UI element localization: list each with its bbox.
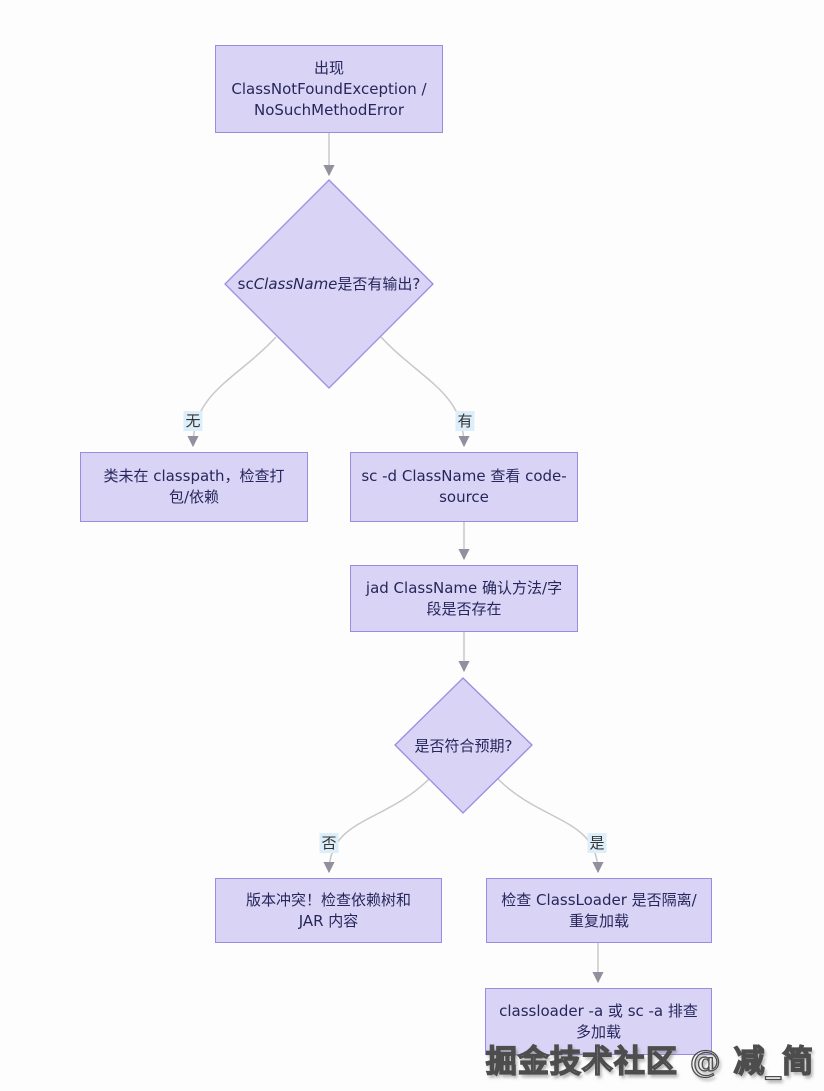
- node-text-line: classloader -a 或 sc -a 排查: [499, 1001, 698, 1020]
- edge-label-no: 否: [319, 833, 339, 853]
- node-multi-load: classloader -a 或 sc -a 排查 多加载: [485, 988, 712, 1055]
- edge-expectation-no: [323, 778, 430, 874]
- edge-label-yes: 有: [455, 411, 475, 431]
- edge-label-no: 无: [183, 411, 203, 431]
- node-text-line: 包/依赖: [168, 488, 220, 506]
- node-text-line: 出现: [313, 58, 344, 77]
- decision-expectation-shape: [394, 677, 533, 814]
- node-text-line: 多加载: [575, 1022, 621, 1041]
- node-text-line: JAR 内容: [298, 911, 359, 930]
- decision-sc-output-shape: [224, 179, 434, 389]
- edge-sc-check-yes: [380, 336, 470, 448]
- node-classloader-check: 检查 ClassLoader 是否隔离/ 重复加载: [486, 878, 712, 943]
- node-text-line: sc -d ClassName 查看 code-: [361, 467, 567, 485]
- edge-label-yes: 是: [587, 833, 607, 853]
- node-text-line: source: [439, 488, 489, 506]
- node-text-line: 版本冲突！检查依赖树和: [245, 890, 411, 909]
- node-sc-d-codesource: sc -d ClassName 查看 code- source: [350, 452, 578, 522]
- juejin-watermark: 掘金技术社区 @ 减_简: [485, 1043, 814, 1080]
- node-text-line: ClassNotFoundException /: [231, 79, 427, 98]
- node-not-in-classpath: 类未在 classpath，检查打 包/依赖: [80, 452, 308, 522]
- node-text-line: 段是否存在: [426, 599, 502, 618]
- node-text-line: 重复加载: [568, 911, 629, 930]
- node-version-conflict: 版本冲突！检查依赖树和 JAR 内容: [215, 878, 442, 943]
- edge-expectation-yes: [497, 778, 604, 874]
- node-start-exception: 出现 ClassNotFoundException / NoSuchMethod…: [215, 45, 443, 133]
- node-text-line: 检查 ClassLoader 是否隔离/: [501, 890, 697, 909]
- node-text-line: 类未在 classpath，检查打: [103, 467, 285, 485]
- node-text-line: NoSuchMethodError: [254, 100, 404, 119]
- edge-sc-check-no: [187, 336, 277, 448]
- node-text-line: jad ClassName 确认方法/字: [365, 578, 563, 597]
- node-jad-confirm: jad ClassName 确认方法/字 段是否存在: [350, 565, 578, 632]
